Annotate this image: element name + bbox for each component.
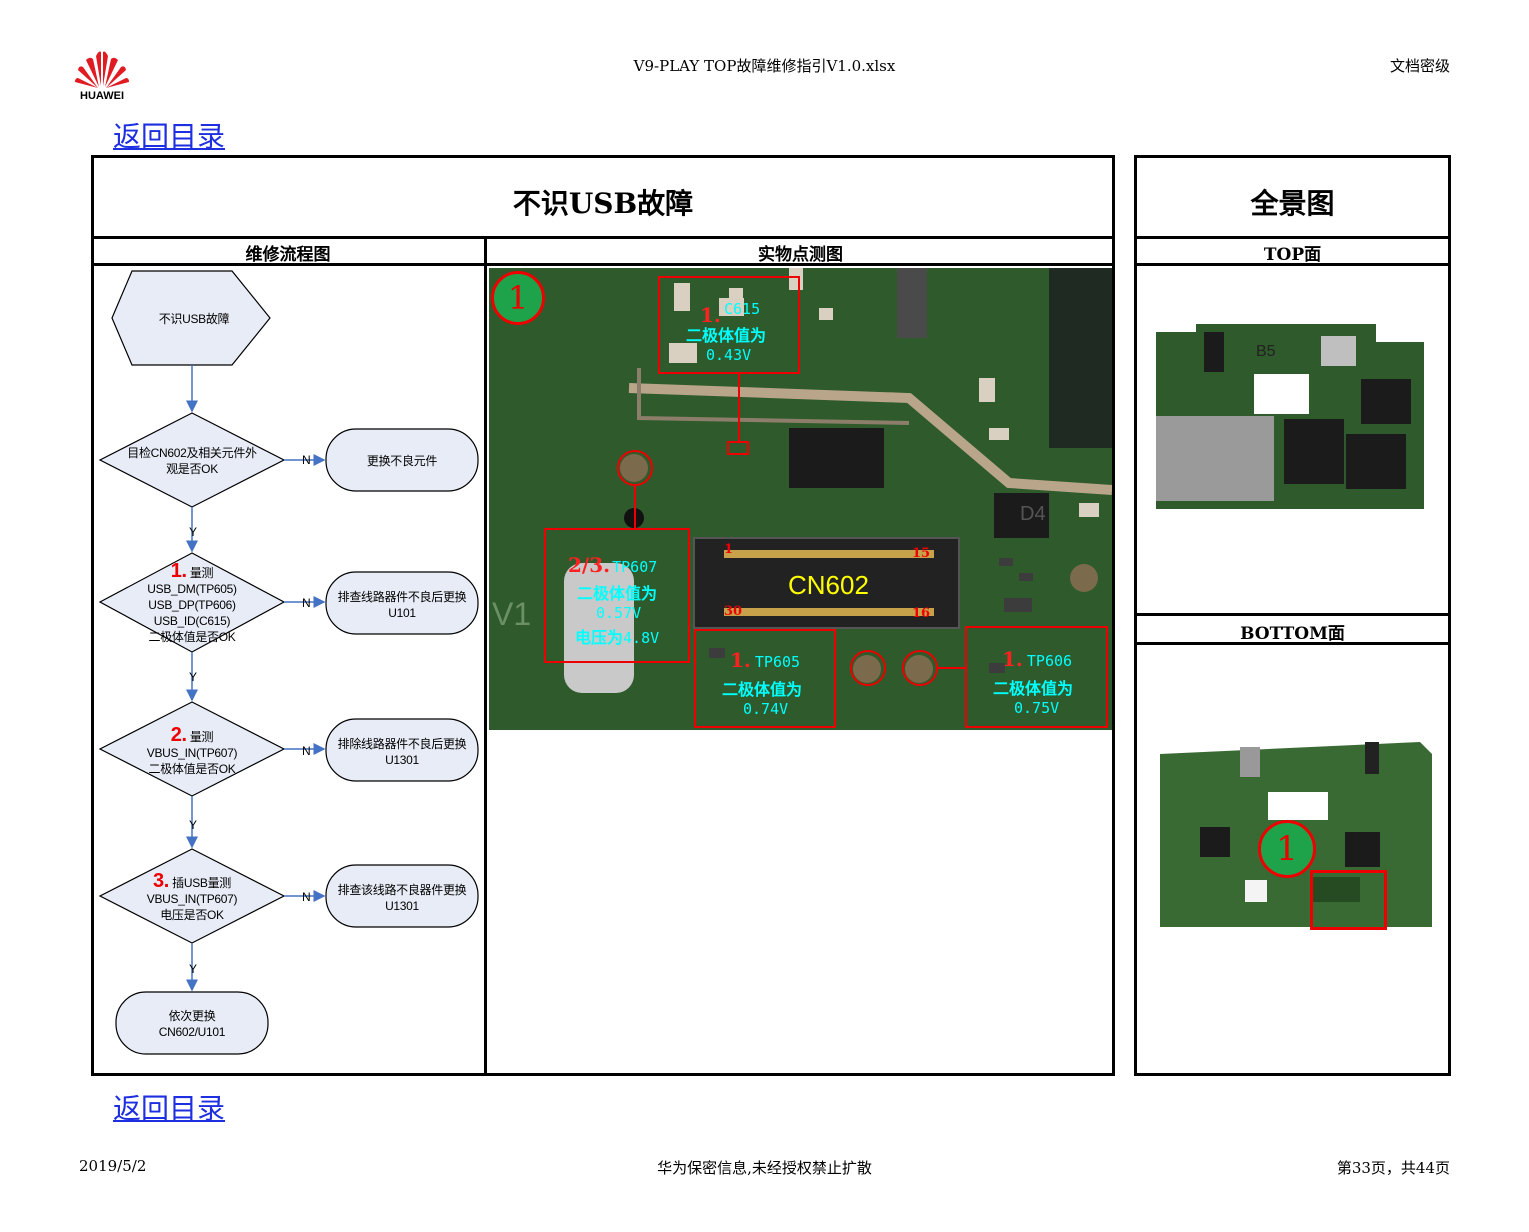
bottom-view-header: BOTTOM面 (1134, 619, 1451, 645)
no-label-3: N (302, 744, 311, 758)
no-label-1: N (302, 453, 311, 467)
no-label-4: N (302, 890, 311, 904)
top-view-board: B5 (1156, 324, 1424, 514)
flow-header: 维修流程图 (91, 240, 485, 266)
yes-label-3: Y (189, 818, 198, 832)
decision-visual-check-text: 目检CN602及相关元件外 观是否OK (127, 446, 257, 476)
pcb-photo (489, 268, 1112, 730)
classification-label: 文档密级 (1389, 57, 1450, 75)
c615-pad-marker (727, 441, 749, 455)
tp606-callout (965, 626, 1108, 728)
footer-notice: 华为保密信息,未经授权禁止扩散 (657, 1159, 872, 1177)
connector-label: CN602 (788, 570, 869, 600)
bottom-view-highlight (1310, 870, 1387, 930)
pin-15: 15 (912, 546, 931, 561)
tp606-desc: 二极体值为 (993, 679, 1074, 698)
decision-usb-lines-text: 1. 量测 USB_DM(TP605) USB_DP(TP606) USB_ID… (147, 560, 237, 644)
side-title: 全景图 (1250, 187, 1335, 220)
silk-v1: V1 (492, 596, 532, 632)
file-title: V9-PLAY TOP故障维修指引V1.0.xlsx (633, 57, 896, 75)
result-replace-u1301-b (325, 864, 479, 928)
page-title: 不识USB故障 (512, 187, 694, 220)
svg-text:B5: B5 (1256, 343, 1276, 360)
tp607-desc: 二极体值为 (577, 584, 658, 603)
c615-value: 0.43V (706, 346, 752, 364)
back-to-index-link-top[interactable]: 返回目录 (113, 120, 226, 153)
end-text: 依次更换 CN602/U101 (158, 1009, 226, 1039)
c615-callout (658, 276, 800, 374)
tp607-value: 0.57V (596, 604, 642, 622)
pin-30: 30 (724, 604, 743, 619)
tp606-circle (902, 650, 938, 686)
result-replace-u1301-a (325, 718, 479, 782)
end-replace-cn602-u101 (115, 991, 269, 1055)
brand-name: HUAWEI (80, 90, 124, 102)
tp607-circle (617, 450, 653, 486)
result-replace-u1301-a-text: 排除线路器件不良后更换 U1301 (337, 737, 467, 767)
result-replace-u101 (325, 571, 479, 635)
decision-vbus-diode-text: 2. 量测 VBUS_IN(TP607) 二极体值是否OK (146, 724, 238, 776)
result-replace-component-text: 更换不良元件 (366, 454, 438, 468)
silk-d4: D4 (1020, 503, 1046, 525)
pcb-illustration (489, 268, 1112, 730)
huawei-logo: HUAWEI (74, 50, 130, 102)
pin-16: 16 (912, 606, 931, 621)
result-replace-u1301-b-text: 排查该线路不良器件更换 U1301 (337, 883, 467, 913)
tp605-circle (850, 650, 886, 686)
no-label-2: N (302, 596, 311, 610)
c615-name: C615 (724, 300, 761, 318)
yes-label-2: Y (189, 670, 198, 684)
pin-1: 1 (724, 542, 734, 557)
start-label: 不识USB故障 (158, 312, 230, 326)
footer-page: 第33页，共44页 (1336, 1159, 1450, 1177)
flowchart (98, 270, 479, 1055)
decision-vbus-voltage-text: 3. 插USB量测 VBUS_IN(TP607) 电压是否OK (146, 870, 238, 922)
top-view-header: TOP面 (1134, 240, 1451, 266)
yes-label-4: Y (189, 962, 198, 976)
yes-label-1: Y (189, 525, 198, 539)
top-board-illustration: B5 (1156, 324, 1424, 509)
tp607-callout (544, 528, 690, 663)
photo-marker: 1 (491, 271, 545, 325)
start-hexagon (111, 270, 271, 366)
result-replace-u101-text: 排查线路器件不良后更换 U101 (337, 590, 467, 620)
c615-desc: 二极体值为 (686, 326, 767, 345)
photo-header: 实物点测图 (486, 240, 1115, 266)
tp605-value: 0.74V (743, 700, 789, 718)
tp606-value: 0.75V (1014, 699, 1060, 717)
huawei-logo-icon (75, 51, 129, 88)
back-to-index-link-bottom[interactable]: 返回目录 (113, 1092, 226, 1125)
tp605-callout (694, 629, 836, 728)
tp605-desc: 二极体值为 (722, 680, 803, 699)
result-replace-component (325, 428, 479, 492)
main-panel (91, 155, 1115, 1076)
footer-date: 2019/5/2 (79, 1157, 147, 1175)
bottom-view-marker: 1 (1258, 820, 1316, 878)
